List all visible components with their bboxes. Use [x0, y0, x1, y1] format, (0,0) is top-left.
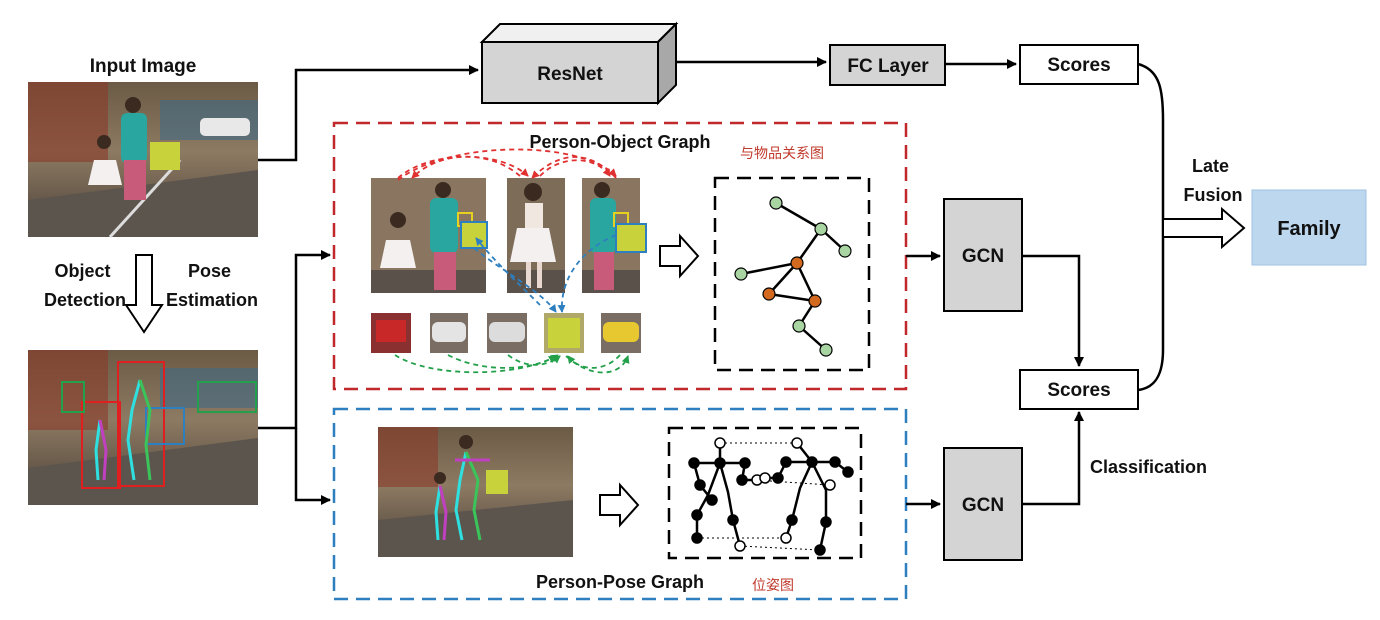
object-relations: [394, 354, 630, 374]
graph-node: [819, 343, 833, 357]
scores-mid-block: Scores: [1019, 369, 1139, 410]
fc-layer-label: FC Layer: [847, 56, 929, 77]
pose-estimation-line-2: Estimation: [166, 290, 258, 310]
object-crop-5: [601, 313, 641, 353]
person-pose-graph-note: 位姿图: [752, 578, 794, 594]
person-object-relations: [473, 234, 617, 313]
person-crop-1: [371, 178, 488, 293]
fc-layer-block: FC Layer: [829, 44, 946, 86]
object-graph-nodes: [734, 196, 852, 357]
down-arrow-icon: [124, 254, 164, 334]
fusion-bracket: [1137, 62, 1165, 392]
scores-top-label: Scores: [1047, 55, 1110, 76]
relation-3-2: [531, 156, 617, 179]
arrow-gcn-pose-to-scores: [1022, 411, 1084, 506]
graph-node: [814, 222, 828, 236]
object-detection-line-2: Detection: [44, 290, 126, 310]
gcn-object-label: GCN: [962, 246, 1004, 267]
family-label: Family: [1277, 218, 1341, 240]
input-photo: [28, 82, 258, 239]
object-detection-line-1: Object: [54, 261, 110, 281]
relation-1-2: [397, 155, 529, 179]
arrow-to-object-graph: [258, 250, 331, 430]
late-fusion-line-1: Late: [1192, 156, 1229, 176]
graph-node: [792, 319, 806, 333]
arrow-to-pose-graph: [294, 428, 331, 505]
right-arrow-icon: [599, 482, 640, 528]
graph-node: [769, 196, 783, 210]
relation-obj-1-4: [394, 354, 559, 374]
graph-node-person: [808, 294, 822, 308]
pose-estimation-label: Pose Estimation: [166, 261, 258, 310]
pose-photo: [378, 427, 573, 557]
pose-estimation-line-1: Pose: [188, 261, 231, 281]
late-fusion-label: Late Fusion: [1184, 156, 1243, 205]
fusion-arrow-icon: [1162, 206, 1246, 250]
arrow-gcn-object-to-scores: [1022, 254, 1084, 367]
person-pose-graph-title: Person-Pose Graph: [536, 572, 704, 592]
person-crop-2: [507, 178, 565, 293]
relation-obj-3-4: [507, 354, 561, 366]
resnet-label: ResNet: [537, 64, 603, 85]
relation-bag-person1: [475, 237, 541, 306]
relation-obj-4-5: [565, 355, 630, 374]
input-image-title: Input Image: [90, 56, 197, 77]
gcn-pose-block: GCN: [943, 447, 1023, 561]
scores-mid-label: Scores: [1047, 380, 1110, 401]
resnet-block: ResNet: [479, 21, 679, 106]
graph-node: [734, 267, 748, 281]
skeleton-1-joints: [688, 437, 763, 552]
person-pose-graph-panel: Person-Pose Graph 位姿图: [332, 407, 908, 601]
person-object-graph-panel: Person-Object Graph 与物品关系图: [332, 121, 908, 391]
object-crop-1: [371, 313, 411, 353]
annotated-photo: [28, 350, 258, 505]
relation-2-3: [539, 159, 611, 177]
relation-obj-2-4: [447, 354, 557, 369]
person-object-graph-title: Person-Object Graph: [529, 132, 710, 152]
person-crop-3: [582, 178, 647, 293]
right-arrow-icon: [659, 233, 700, 279]
graph-node: [838, 244, 852, 258]
classification-label: Classification: [1090, 457, 1207, 477]
person-relations: [397, 148, 617, 181]
arrow-to-resnet: [258, 65, 479, 162]
relation-person3-bag: [557, 234, 617, 313]
object-graph-box: [713, 176, 871, 372]
object-crop-3: [487, 313, 527, 353]
pose-graph-box: [667, 426, 863, 560]
relation-obj-5-4: [567, 354, 621, 369]
object-crop-2: [430, 313, 468, 353]
person-object-graph-note: 与物品关系图: [740, 146, 824, 162]
gcn-pose-label: GCN: [962, 495, 1004, 516]
late-fusion-line-2: Fusion: [1184, 185, 1243, 205]
scores-top-block: Scores: [1019, 44, 1139, 85]
family-output-block: Family: [1251, 189, 1367, 266]
gcn-object-block: GCN: [943, 198, 1023, 312]
graph-node-person: [762, 287, 776, 301]
relation-person1-bag: [473, 247, 557, 313]
skeleton-2-joints: [759, 437, 854, 556]
object-detection-label: Object Detection: [44, 261, 126, 310]
object-crop-4: [544, 313, 584, 353]
graph-node-person: [790, 256, 804, 270]
relation-2-1: [411, 155, 521, 179]
